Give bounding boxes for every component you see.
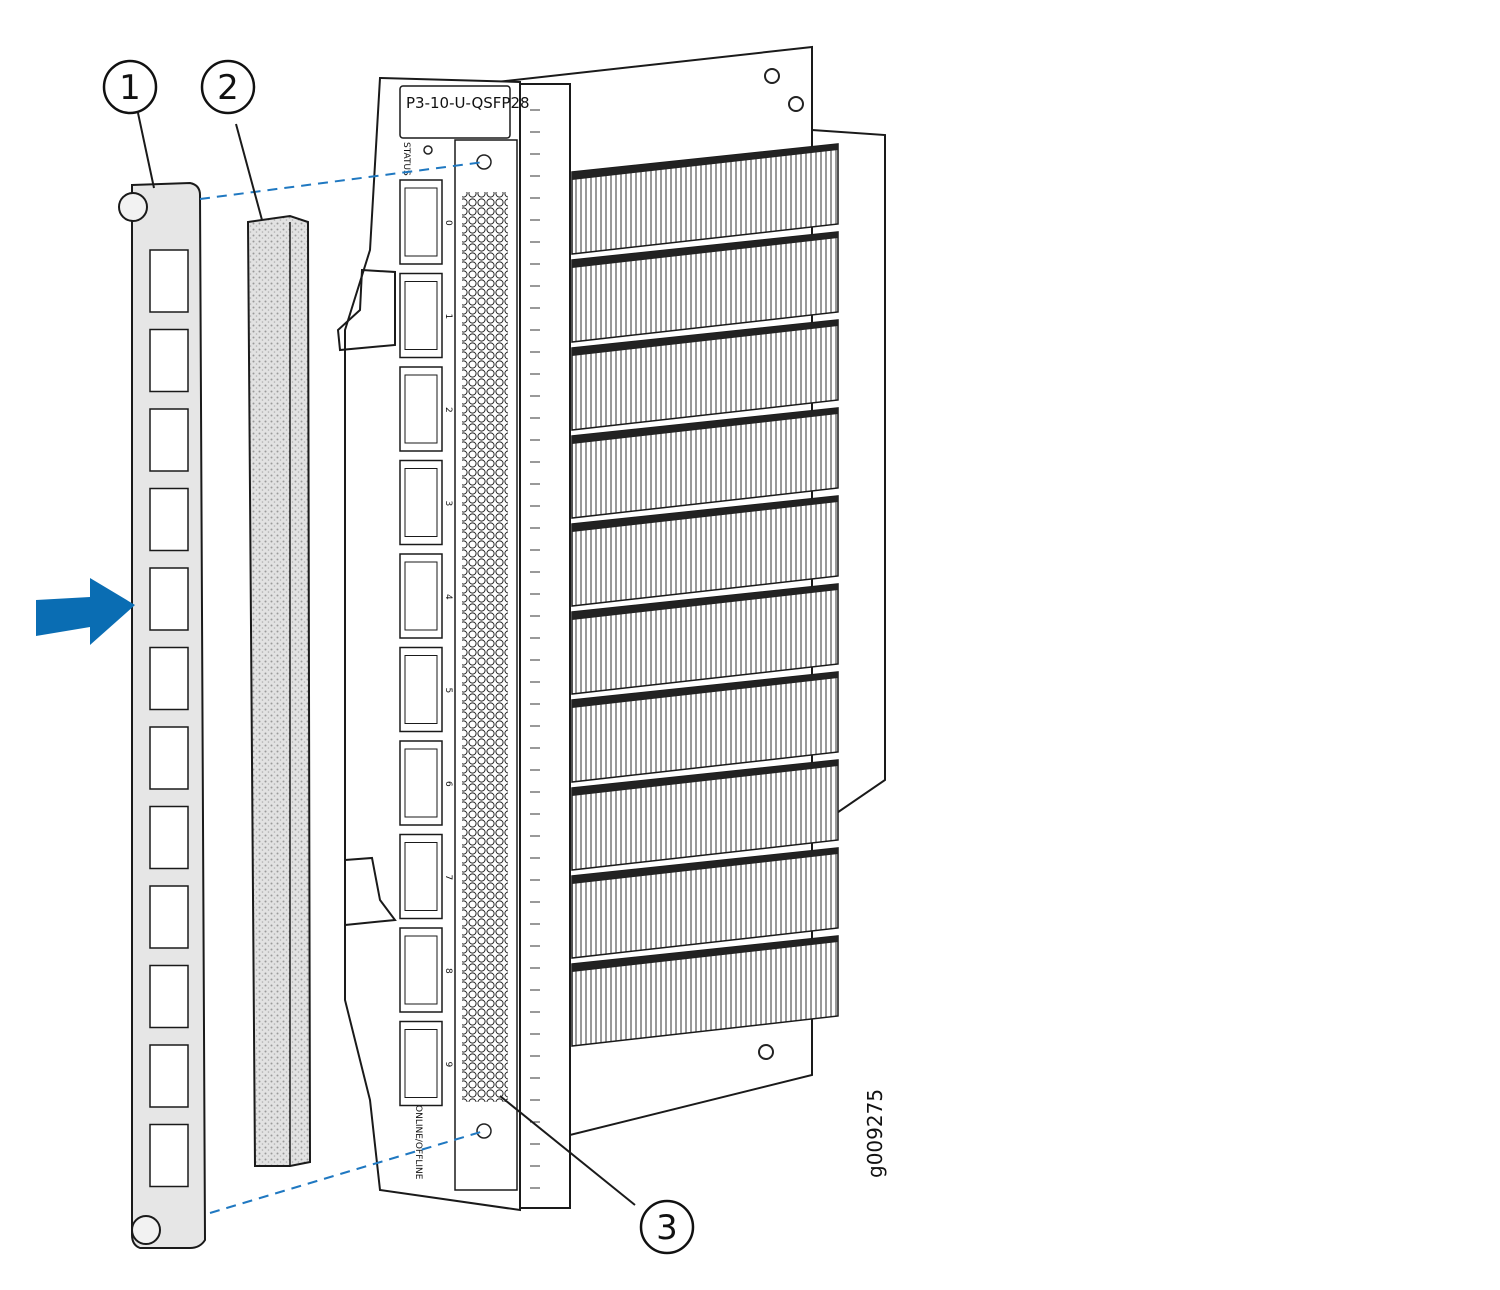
port-number: 3	[443, 501, 453, 507]
edge-ticks	[530, 109, 540, 1189]
port-number: 8	[443, 968, 453, 974]
insert-direction-arrow-icon	[36, 578, 135, 645]
bracket-window	[149, 1123, 189, 1188]
qsfp-port-cage	[404, 842, 438, 911]
port-number: 7	[443, 875, 453, 881]
qsfp-port-cage	[404, 655, 438, 724]
heatsinks	[571, 143, 839, 1047]
faceplate-edge-strip	[519, 83, 571, 1209]
callout-1-circle	[102, 59, 158, 115]
thumbscrew-top-icon	[118, 192, 148, 222]
thumbscrew-bottom-icon	[131, 1215, 161, 1245]
qsfp-port-cage	[404, 468, 438, 537]
screw-icon	[764, 68, 780, 84]
qsfp-port-cage	[404, 374, 438, 444]
alignment-line-top	[199, 161, 485, 200]
heatsink-top-edge	[572, 672, 838, 708]
bracket-window	[149, 726, 189, 790]
bracket-window	[149, 805, 189, 870]
callout-3-circle	[639, 1199, 695, 1255]
ejector-lever-top	[336, 268, 396, 352]
alignment-line-bottom	[209, 1130, 485, 1214]
bracket-window	[149, 408, 189, 472]
heatsink-top-edge	[572, 232, 838, 268]
status-led	[423, 145, 433, 155]
port-number: 1	[443, 314, 453, 320]
bracket-window	[149, 567, 189, 631]
qsfp-port-cage	[404, 1029, 438, 1098]
online-offline-label: ONLINE/OFFLINE	[413, 1105, 423, 1180]
figure-id: g009275	[863, 1089, 887, 1178]
callout-2-leader	[235, 123, 263, 221]
port-number: 2	[443, 407, 453, 413]
bracket-window	[149, 646, 189, 711]
bracket-window	[149, 249, 189, 313]
bracket-window	[149, 964, 189, 1029]
heatsink-top-edge	[572, 848, 838, 884]
callout-2: 2	[217, 68, 239, 108]
port-number: 4	[443, 594, 453, 600]
callout-1: 1	[119, 68, 141, 108]
port-number: 6	[443, 781, 453, 787]
card-model-label: P3-10-U-QSFP28	[406, 94, 530, 112]
port-number: 0	[443, 220, 453, 226]
captive-screw-bottom	[476, 1123, 492, 1139]
qsfp-port-cage	[404, 748, 438, 818]
vent-panel-outline	[454, 139, 518, 1191]
heatsink-top-edge	[572, 584, 838, 620]
screw-icon	[758, 1044, 774, 1060]
bracket-window	[149, 487, 189, 552]
qsfp-ports: 0 1 2 3 4 5 6 7 8 9	[399, 179, 453, 1107]
callout-2-circle	[200, 59, 256, 115]
status-label: STATUS	[401, 142, 411, 176]
callout-3-leader	[499, 1095, 636, 1206]
heatsink-top-edge	[572, 496, 838, 532]
faceplate-label-area	[399, 85, 511, 139]
heatsink-top-edge	[572, 144, 838, 180]
bracket-windows	[149, 249, 189, 1188]
qsfp-port-cage	[404, 561, 438, 631]
qsfp-port-cage	[404, 281, 438, 350]
heatsink-top-edge	[572, 760, 838, 796]
callout-3: 3	[656, 1208, 678, 1248]
port-number: 9	[443, 1062, 453, 1068]
callout-1-leader	[137, 112, 155, 189]
ejector-lever-bottom	[344, 856, 397, 927]
heatsink-top-edge	[572, 936, 838, 972]
port-number: 5	[443, 688, 453, 694]
foam-filter	[246, 214, 312, 1167]
heatsink-top-edge	[572, 408, 838, 444]
bracket-window	[149, 328, 189, 393]
heatsink-top-edge	[572, 320, 838, 356]
bracket-window	[149, 1044, 189, 1108]
bracket-window	[149, 885, 189, 949]
qsfp-port-cage	[404, 187, 438, 257]
qsfp-port-cage	[404, 935, 438, 1005]
perforated-vent	[462, 192, 508, 1102]
screw-icon	[788, 96, 804, 112]
